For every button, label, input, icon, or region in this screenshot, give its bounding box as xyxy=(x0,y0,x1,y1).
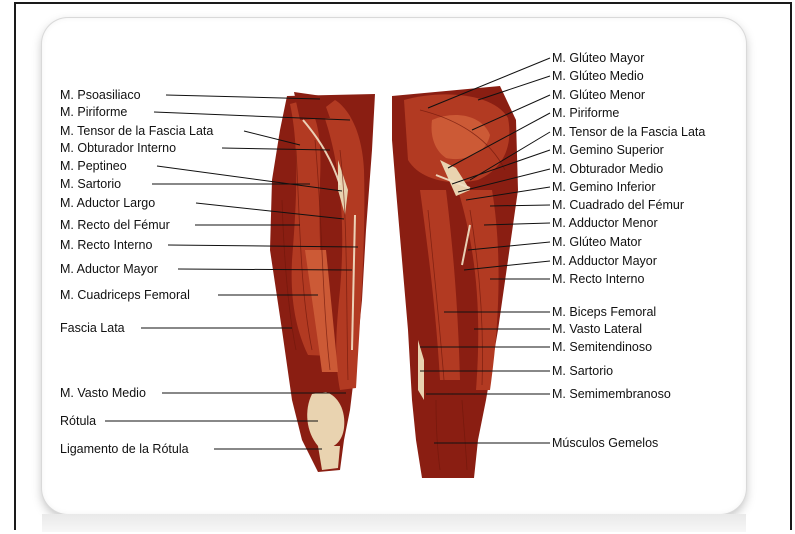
label-gluteo-menor: M. Glúteo Menor xyxy=(552,88,645,102)
label-peptineo: M. Peptineo xyxy=(60,159,127,173)
label-gluteo-medio: M. Glúteo Medio xyxy=(552,69,644,83)
posterior-thigh-illustration xyxy=(392,86,518,478)
label-adductor-menor: M. Adductor Menor xyxy=(552,216,658,230)
label-obturador-interno: M. Obturador Interno xyxy=(60,141,176,155)
label-biceps-femoral: M. Biceps Femoral xyxy=(552,305,656,319)
label-recto-interno-back: M. Recto Interno xyxy=(552,272,644,286)
label-gluteo-mayor: M. Glúteo Mayor xyxy=(552,51,644,65)
label-recto-interno-front: M. Recto Interno xyxy=(60,238,152,252)
label-piriforme-front: M. Piriforme xyxy=(60,105,127,119)
label-sartorio-back: M. Sartorio xyxy=(552,364,613,378)
label-sartorio-front: M. Sartorio xyxy=(60,177,121,191)
label-piriforme-back: M. Piriforme xyxy=(552,106,619,120)
label-vasto-lateral: M. Vasto Lateral xyxy=(552,322,642,336)
label-tensor-fascia-lata-front: M. Tensor de la Fascia Lata xyxy=(60,124,213,138)
label-aductor-largo: M. Aductor Largo xyxy=(60,196,155,210)
label-gemino-inferior: M. Gemino Inferior xyxy=(552,180,656,194)
label-semitendinoso: M. Semitendinoso xyxy=(552,340,652,354)
right-labels: M. Glúteo Mayor M. Glúteo Medio M. Glúte… xyxy=(552,51,705,450)
label-aductor-mayor: M. Aductor Mayor xyxy=(60,262,158,276)
label-ligamento-rotula: Ligamento de la Rótula xyxy=(60,442,189,456)
label-rotula: Rótula xyxy=(60,414,96,428)
label-gemino-superior: M. Gemino Superior xyxy=(552,143,664,157)
label-recto-femur: M. Recto del Fémur xyxy=(60,218,170,232)
label-vasto-medio: M. Vasto Medio xyxy=(60,386,146,400)
label-musculos-gemelos: Músculos Gemelos xyxy=(552,436,658,450)
left-labels: M. Psoasiliaco M. Piriforme M. Tensor de… xyxy=(60,88,213,456)
label-adductor-mayor-back: M. Adductor Mayor xyxy=(552,254,657,268)
label-cuadriceps-femoral: M. Cuadriceps Femoral xyxy=(60,288,190,302)
label-semimembranoso: M. Semimembranoso xyxy=(552,387,671,401)
label-fascia-lata: Fascia Lata xyxy=(60,321,125,335)
label-obturador-medio: M. Obturador Medio xyxy=(552,162,663,176)
label-cuadrado-femur: M. Cuadrado del Fémur xyxy=(552,198,684,212)
label-psoasiliaco: M. Psoasiliaco xyxy=(60,88,141,102)
label-tensor-fascia-lata-back: M. Tensor de la Fascia Lata xyxy=(552,125,705,139)
label-gluteo-mator: M. Glúteo Mator xyxy=(552,235,642,249)
